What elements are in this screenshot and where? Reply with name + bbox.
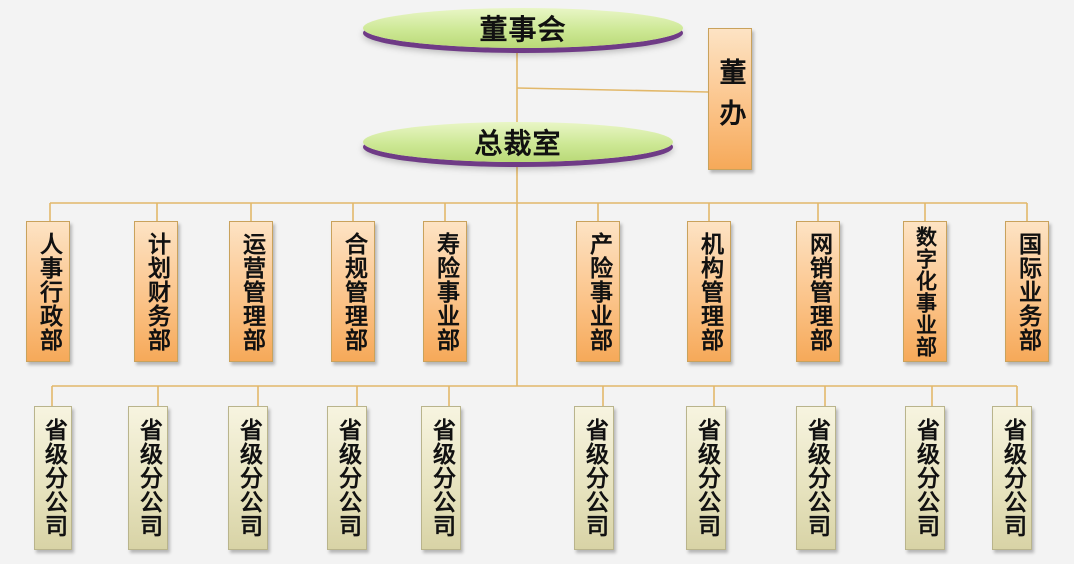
department-label: 计划财务部: [143, 231, 170, 352]
department-label: 运营管理部: [238, 231, 265, 352]
branch-box: 省级分公司: [228, 406, 268, 550]
branch-label: 省级分公司: [693, 418, 720, 538]
branch-label: 省级分公司: [135, 418, 162, 538]
department-label: 合规管理部: [340, 231, 367, 352]
department-label: 寿险事业部: [432, 231, 459, 352]
president-office-node: 总裁室: [363, 122, 673, 162]
board-office-node: 董办: [708, 28, 752, 170]
branch-label: 省级分公司: [803, 418, 830, 538]
department-label: 机构管理部: [696, 231, 723, 352]
board-office-label: 董办: [714, 58, 746, 140]
board-node: 董事会: [363, 8, 683, 48]
department-box: 数字化事业部: [903, 221, 947, 362]
department-box: 国际业务部: [1005, 221, 1049, 362]
branch-label: 省级分公司: [40, 418, 67, 538]
board-label: 董事会: [479, 13, 567, 46]
branch-box: 省级分公司: [992, 406, 1032, 550]
department-label: 数字化事业部: [913, 225, 938, 358]
branch-box: 省级分公司: [421, 406, 461, 550]
department-label: 网销管理部: [805, 231, 832, 352]
department-box: 机构管理部: [687, 221, 731, 362]
branch-box: 省级分公司: [327, 406, 367, 550]
department-label: 人事行政部: [35, 231, 62, 352]
branch-box: 省级分公司: [34, 406, 72, 550]
branch-label: 省级分公司: [428, 418, 455, 538]
department-box: 人事行政部: [26, 221, 70, 362]
branch-label: 省级分公司: [334, 418, 361, 538]
department-box: 产险事业部: [576, 221, 620, 362]
branch-label: 省级分公司: [999, 418, 1026, 538]
department-box: 计划财务部: [134, 221, 178, 362]
president-office-label: 总裁室: [474, 127, 562, 160]
department-label: 国际业务部: [1014, 231, 1041, 352]
branch-label: 省级分公司: [235, 418, 262, 538]
branch-box: 省级分公司: [128, 406, 168, 550]
branch-label: 省级分公司: [912, 418, 939, 538]
branch-box: 省级分公司: [686, 406, 726, 550]
branch-label: 省级分公司: [581, 418, 608, 538]
department-box: 运营管理部: [229, 221, 273, 362]
branch-box: 省级分公司: [905, 406, 945, 550]
department-label: 产险事业部: [585, 231, 612, 352]
department-box: 寿险事业部: [423, 221, 467, 362]
branch-box: 省级分公司: [796, 406, 836, 550]
branch-box: 省级分公司: [574, 406, 614, 550]
department-box: 网销管理部: [796, 221, 840, 362]
board-office-line: [516, 87, 709, 93]
department-box: 合规管理部: [331, 221, 375, 362]
